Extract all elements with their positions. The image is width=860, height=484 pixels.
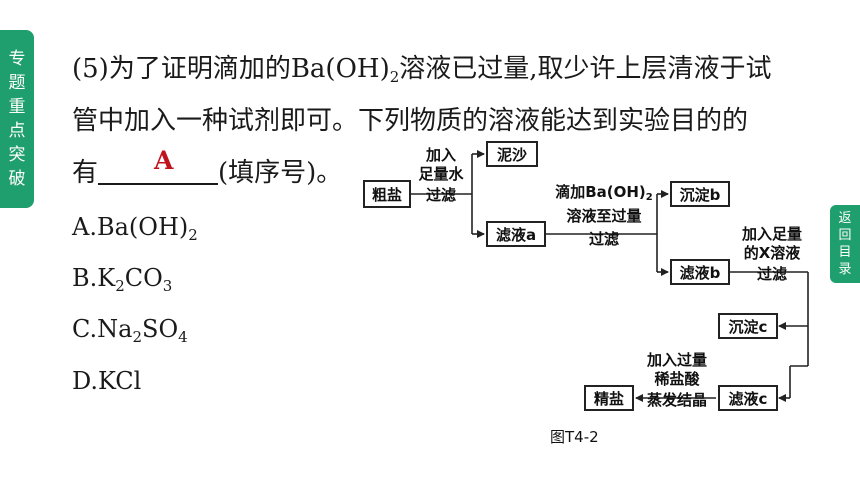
answer-blank [98,159,219,185]
back-tab-char: 返 [838,211,852,226]
step-label-line: 过滤 [756,265,787,283]
box-filtrate-b: 滤液b [670,259,730,285]
option-text: CO [124,264,163,292]
section-tab-char: 突 [8,145,26,165]
back-tab-char: 回 [838,228,852,243]
box-filtrate-a: 滤液a [486,221,546,247]
step-label-line: 溶液至过量 [566,207,642,225]
step-label-line: 加入足量 [741,225,802,243]
box-precipitate-b: 沉淀b [670,181,730,207]
question-line-2: 管中加入一种试剂即可。下列物质的溶液能达到实验目的的 [72,106,749,136]
option-c: C.Na2SO4 [72,314,188,352]
box-refined-salt: 精盐 [584,385,634,411]
option-b: B.K2CO3 [72,263,172,301]
step4-label: 加入过量 稀盐酸 蒸发结晶 [636,351,718,410]
step-label-line: 加入过量 [646,351,707,369]
step3-label: 加入足量 的X溶液 过滤 [734,225,810,284]
subscript: 2 [389,68,400,86]
section-tab-char: 重 [8,97,26,117]
back-tab-char: 目 [838,245,852,260]
question-text: 有 [72,158,99,188]
subscript: 2 [645,192,653,203]
step-label-line: 稀盐酸 [654,370,700,388]
step-label-line: 滴加Ba(OH)2 [542,183,666,207]
section-tab-char: 破 [8,169,26,189]
back-tab-char: 录 [838,262,852,277]
figure-caption: 图T4-2 [550,428,599,446]
question-text: (填序号)。 [218,158,343,188]
option-text: A.Ba(OH) [72,213,189,241]
option-a: A.Ba(OH)2 [72,212,198,250]
step-label-line: 的X溶液 [743,244,801,262]
back-to-contents-button[interactable]: 返 回 目 录 [830,205,860,283]
subscript: 4 [178,328,188,346]
subscript: 2 [115,277,125,295]
box-precipitate-c: 沉淀c [718,313,778,339]
box-filtrate-c: 滤液c [718,385,778,411]
subscript: 3 [162,277,173,295]
section-tab-char: 专 [8,49,26,69]
step-label-line: 足量水 [418,165,464,183]
option-d: D.KCl [72,367,142,395]
subscript: 2 [132,328,142,346]
section-tab-char: 题 [8,73,26,93]
step-label-text: 滴加Ba(OH) [555,183,646,201]
option-text: B.K [72,264,116,292]
subscript: 2 [188,226,198,244]
answer-text: A [154,146,174,175]
question-line-3: 有 (填序号)。 [72,156,342,190]
section-tab-char: 点 [8,121,26,141]
option-text: C.Na [72,315,133,343]
question-text: (5)为了证明滴加的Ba(OH) [72,54,390,84]
option-text: SO [142,315,179,343]
question-line-1: (5)为了证明滴加的Ba(OH)2溶液已过量,取少许上层清液于试 [72,52,772,94]
question-text: 溶液已过量,取少许上层清液于试 [399,54,772,84]
step-label-line: 过滤 [425,186,456,204]
step-label-line: 加入 [425,146,456,164]
step-label-line: 蒸发结晶 [646,391,707,409]
step1-label: 加入 足量水 过滤 [410,146,472,205]
section-tab[interactable]: 专 题 重 点 突 破 [0,30,34,208]
step2-label: 滴加Ba(OH)2 溶液至过量 过滤 [542,183,666,249]
box-crude-salt: 粗盐 [363,180,411,208]
box-sediment: 泥沙 [486,141,538,167]
step-label-line: 过滤 [588,230,619,248]
